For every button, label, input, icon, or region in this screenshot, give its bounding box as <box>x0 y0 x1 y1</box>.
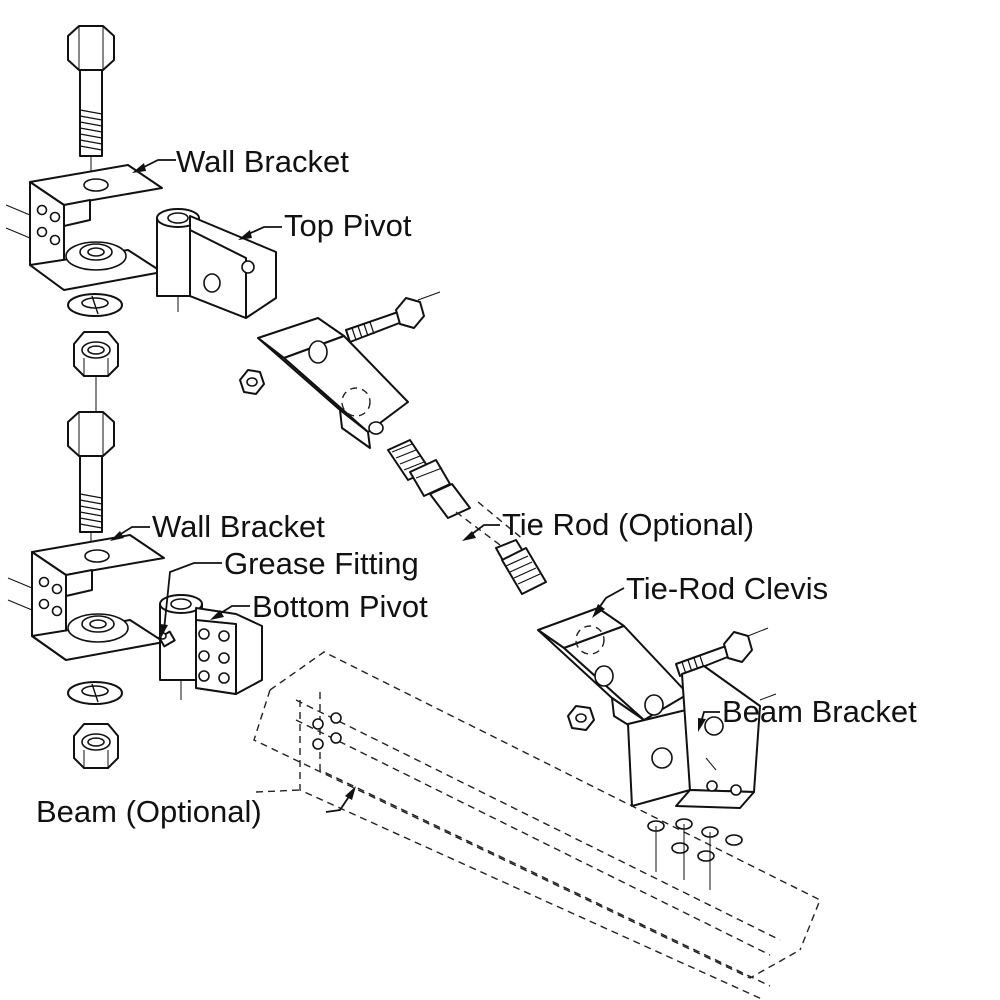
label-tie-rod: Tie Rod (Optional) <box>502 507 754 542</box>
upper-tie-rod-clevis <box>239 317 409 449</box>
label-wall-bracket-top: Wall Bracket <box>176 144 349 179</box>
label-wall-bracket-bottom: Wall Bracket <box>152 509 325 544</box>
label-grease-fitting: Grease Fitting <box>224 546 419 581</box>
label-bottom-pivot: Bottom Pivot <box>252 589 428 624</box>
bottom-hex-nut <box>73 723 119 769</box>
tie-rod-clevis <box>537 607 689 737</box>
lower-clevis-bolt <box>675 627 769 677</box>
bottom-wall-bracket <box>7 534 165 661</box>
beam <box>253 651 821 1000</box>
label-beam: Beam (Optional) <box>36 794 262 829</box>
bottom-pivot <box>159 594 263 700</box>
top-pivot <box>156 208 277 319</box>
top-hex-nut <box>73 331 119 377</box>
top-wall-bracket <box>5 164 163 291</box>
upper-clevis-bolt <box>345 291 441 343</box>
beam-bracket <box>627 665 777 809</box>
top-lock-washer <box>67 293 123 317</box>
label-top-pivot: Top Pivot <box>284 208 412 243</box>
bottom-hex-bolt <box>67 411 115 533</box>
bottom-lock-washer <box>67 681 123 705</box>
label-beam-bracket: Beam Bracket <box>722 694 917 729</box>
tie-rod <box>387 439 547 595</box>
callout-leaders <box>110 159 720 813</box>
label-tie-rod-clevis: Tie-Rod Clevis <box>626 571 828 606</box>
top-hex-bolt <box>67 25 115 157</box>
